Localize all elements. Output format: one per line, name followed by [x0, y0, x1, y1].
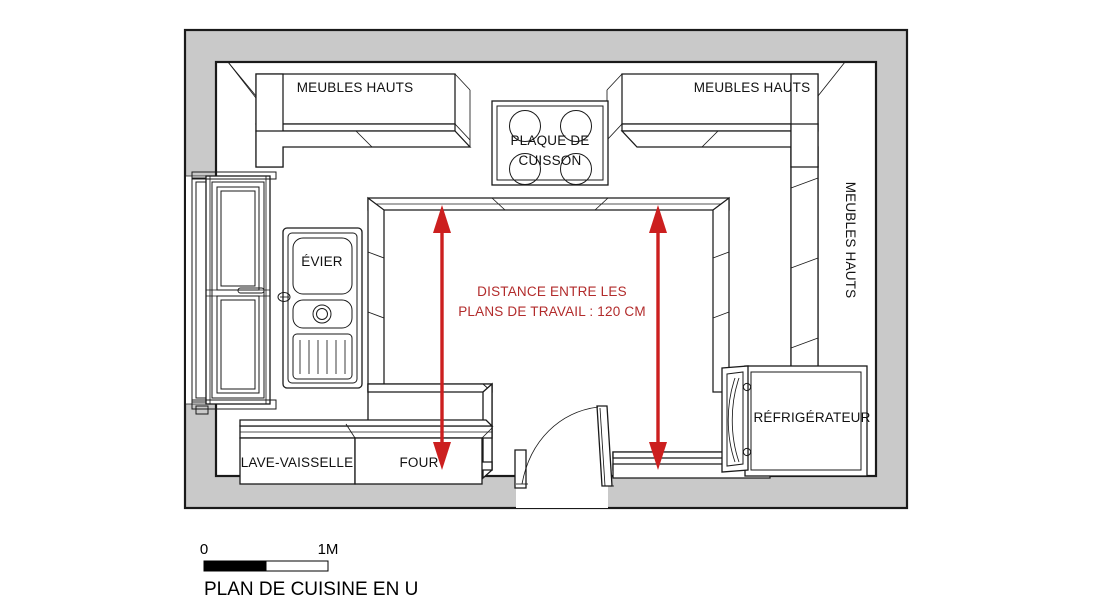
- scale-end-label: 1M: [318, 541, 339, 558]
- plan-title: PLAN DE CUISINE EN U: [204, 579, 418, 600]
- annotation-line-2: PLANS DE TRAVAIL : 120 CM: [458, 304, 646, 319]
- label-cooktop-line1: PLAQUE DE: [510, 133, 589, 148]
- window: [191, 171, 277, 415]
- label-sink: ÉVIER: [301, 254, 343, 269]
- label-upper-cabinets-right: MEUBLES HAUTS: [694, 80, 811, 95]
- label-cooktop-line2: CUISSON: [519, 153, 582, 168]
- entry-door: [514, 405, 614, 508]
- label-upper-cabinets-left: MEUBLES HAUTS: [297, 80, 414, 95]
- scale-bar: 0 1M: [200, 541, 339, 572]
- annotation-line-1: DISTANCE ENTRE LES: [477, 284, 627, 299]
- label-refrigerator: RÉFRIGÉRATEUR: [753, 410, 870, 425]
- cooktop: PLAQUE DE CUISSON: [491, 100, 609, 186]
- worktop-outline: [367, 196, 730, 393]
- label-upper-cabinets-side: MEUBLES HAUTS: [843, 182, 858, 299]
- label-oven: FOUR: [399, 455, 438, 470]
- distance-annotation: DISTANCE ENTRE LES PLANS DE TRAVAIL : 12…: [458, 284, 646, 319]
- upper-cabinets-top-left: MEUBLES HAUTS: [227, 61, 472, 168]
- dimension-arrow-right: [649, 205, 667, 470]
- dimension-arrow-left: [433, 205, 451, 470]
- upper-cabinets-right-wall: MEUBLES HAUTS: [767, 123, 858, 389]
- label-dishwasher: LAVE-VAISSELLE: [241, 455, 354, 470]
- base-appliances-bottom: LAVE-VAISSELLE FOUR: [239, 419, 494, 485]
- scale-start-label: 0: [200, 541, 208, 558]
- sink-unit: ÉVIER: [277, 227, 363, 389]
- refrigerator: RÉFRIGÉRATEUR: [721, 365, 870, 477]
